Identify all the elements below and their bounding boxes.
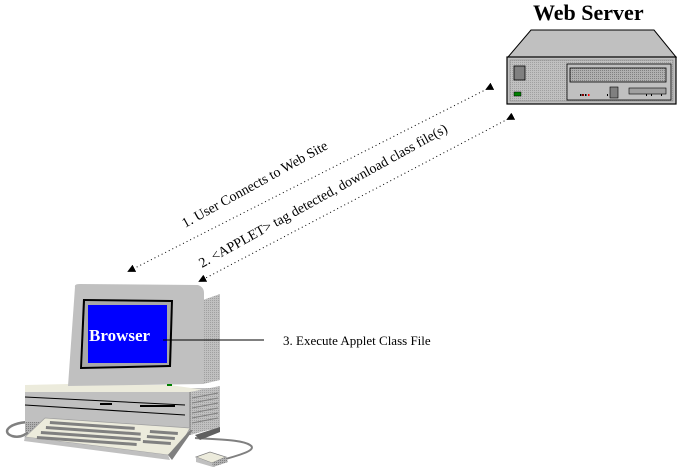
mouse-cable <box>194 437 253 461</box>
step-1-label: 1. User Connects to Web Site <box>180 139 331 232</box>
step-3-label: 3. Execute Applet Class File <box>283 333 431 348</box>
server-power-button <box>513 65 526 81</box>
browser-label: Browser <box>89 326 151 345</box>
keyboard-cable <box>5 420 41 438</box>
server-tape-slot <box>569 67 667 83</box>
server-top <box>506 29 678 58</box>
web-server-icon <box>506 29 678 105</box>
monitor-led <box>167 384 172 386</box>
arrow-step-1 <box>127 82 495 272</box>
browser-screen <box>88 305 167 363</box>
monitor-side <box>203 294 220 384</box>
web-server-title: Web Server <box>533 0 644 25</box>
computer-icon <box>5 284 253 467</box>
arrow-step-2 <box>198 112 516 282</box>
server-power-led <box>513 91 522 97</box>
